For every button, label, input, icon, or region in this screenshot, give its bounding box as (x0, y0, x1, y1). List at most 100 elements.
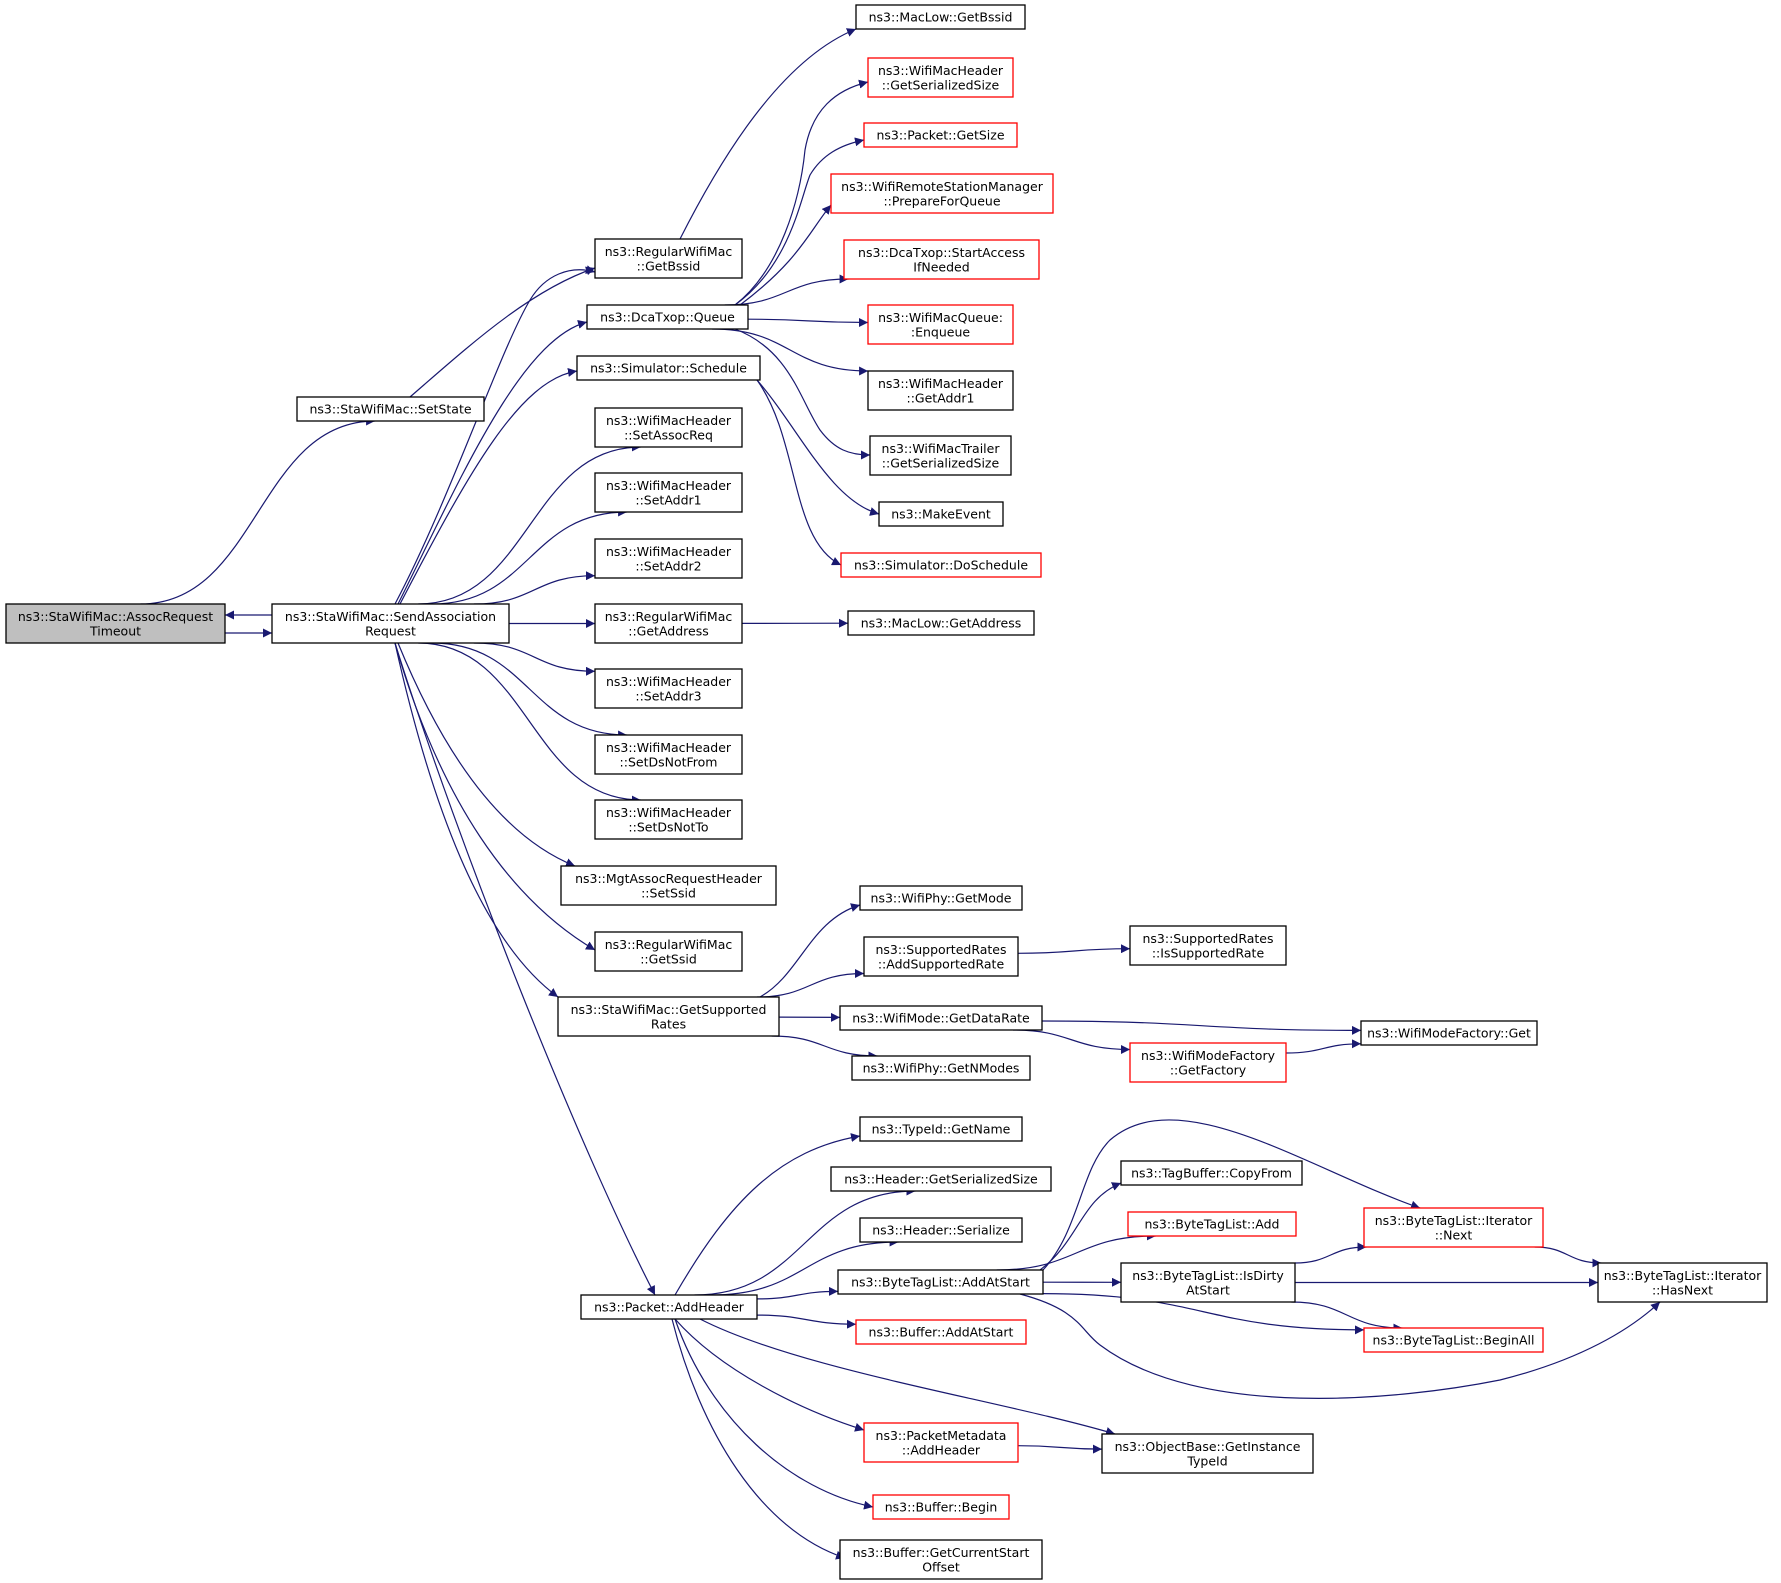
node-hdr-get-addr1[interactable]: ns3::WifiMacHeader::GetAddr1 (867, 370, 1014, 411)
node-label-line: ::SetAddr2 (635, 558, 701, 573)
node-label-line: ns3::Buffer::Begin (885, 1500, 998, 1515)
node-label-line: ns3::Header::Serialize (872, 1223, 1010, 1238)
node-label-line: ns3::DcaTxop::Queue (600, 310, 735, 325)
node-box (560, 865, 777, 906)
node-mac-low-get-address[interactable]: ns3::MacLow::GetAddress (847, 610, 1035, 636)
node-btl-iter-has-next[interactable]: ns3::ByteTagList::Iterator::HasNext (1597, 1262, 1768, 1303)
node-label-line: ns3::WifiModeFactory (1141, 1048, 1276, 1063)
call-edge-send-assoc-to-packet-add-header (394, 642, 656, 1296)
call-edge-get-supported-rates-to-phy-get-n-modes (771, 1035, 878, 1061)
node-sim-schedule[interactable]: ns3::Simulator::Schedule (576, 355, 761, 381)
node-make-event[interactable]: ns3::MakeEvent (878, 501, 1004, 527)
node-label-line: ns3::ByteTagList::BeginAll (1373, 1333, 1535, 1348)
node-btl-add-at-start[interactable]: ns3::ByteTagList::AddAtStart (837, 1269, 1044, 1295)
node-label-line: :Enqueue (911, 324, 971, 339)
node-label-line: ::AddSupportedRate (878, 956, 1005, 971)
node-box (869, 435, 1012, 476)
node-box (594, 668, 743, 709)
node-box (855, 4, 1026, 30)
node-box (863, 936, 1019, 977)
node-reg-get-address[interactable]: ns3::RegularWifiMac::GetAddress (594, 603, 743, 644)
node-buffer-begin[interactable]: ns3::Buffer::Begin (872, 1494, 1010, 1520)
node-label-line: ::SetDsNotFrom (620, 754, 718, 769)
call-edge-packet-add-header-to-header-serialize (711, 1237, 899, 1296)
node-mode-factory-get[interactable]: ns3::WifiModeFactory::Get (1360, 1020, 1538, 1046)
node-sim-do-schedule[interactable]: ns3::Simulator::DoSchedule (840, 552, 1042, 578)
node-label-line: AtStart (1186, 1282, 1230, 1297)
node-label-line: ns3::WifiMacHeader (606, 740, 732, 755)
node-mode-get-data-rate[interactable]: ns3::WifiMode::GetDataRate (839, 1005, 1043, 1031)
node-mgt-set-ssid[interactable]: ns3::MgtAssocRequestHeader::SetSsid (560, 865, 777, 906)
node-label-line: ns3::ByteTagList::AddAtStart (851, 1275, 1030, 1290)
node-set-ds-not-to[interactable]: ns3::WifiMacHeader::SetDsNotTo (594, 799, 743, 840)
call-edge-dca-queue-to-mac-queue-enqueue (747, 317, 869, 327)
call-edge-send-assoc-to-reg-get-bssid (394, 265, 596, 605)
node-packet-add-header[interactable]: ns3::Packet::AddHeader (580, 1294, 758, 1320)
node-box (830, 1166, 1052, 1192)
node-btl-begin-all[interactable]: ns3::ByteTagList::BeginAll (1363, 1327, 1544, 1353)
node-label-line: ns3::MakeEvent (891, 507, 991, 522)
node-add-supported-rate[interactable]: ns3::SupportedRates::AddSupportedRate (863, 936, 1019, 977)
node-mac-low-get-bssid[interactable]: ns3::MacLow::GetBssid (855, 4, 1026, 30)
node-tag-buffer-copy-from[interactable]: ns3::TagBuffer::CopyFrom (1120, 1160, 1303, 1186)
node-box (557, 996, 780, 1037)
node-box (863, 1422, 1019, 1463)
node-box (1101, 1433, 1314, 1474)
call-edge-btl-iter-next-to-btl-iter-has-next (1534, 1246, 1602, 1268)
node-set-addr3[interactable]: ns3::WifiMacHeader::SetAddr3 (594, 668, 743, 709)
node-header-serialize[interactable]: ns3::Header::Serialize (859, 1217, 1023, 1243)
call-edge-send-assoc-to-mgt-set-ssid (397, 642, 576, 867)
node-reg-get-bssid[interactable]: ns3::RegularWifiMac::GetBssid (594, 238, 743, 279)
node-is-supported-rate[interactable]: ns3::SupportedRates::IsSupportedRate (1129, 925, 1287, 966)
node-label-line: ns3::WifiMacHeader (606, 805, 732, 820)
node-reg-get-ssid[interactable]: ns3::RegularWifiMac::GetSsid (594, 931, 743, 972)
call-edge-dca-queue-to-hdr-get-serialized-size (734, 79, 869, 306)
node-typeid-get-name[interactable]: ns3::TypeId::GetName (859, 1116, 1023, 1142)
call-edge-get-supported-rates-to-phy-get-mode (759, 903, 861, 998)
node-pm-add-header[interactable]: ns3::PacketMetadata::AddHeader (863, 1422, 1019, 1463)
node-phy-get-n-modes[interactable]: ns3::WifiPhy::GetNModes (851, 1055, 1031, 1081)
node-hdr-get-serialized-size[interactable]: ns3::WifiMacHeader::GetSerializedSize (867, 57, 1014, 98)
call-edge-dca-queue-to-packet-get-size (734, 137, 865, 306)
node-set-state[interactable]: ns3::StaWifiMac::SetState (296, 396, 485, 422)
node-packet-get-size[interactable]: ns3::Packet::GetSize (863, 122, 1018, 148)
node-phy-get-mode[interactable]: ns3::WifiPhy::GetMode (859, 885, 1023, 911)
node-prepare-for-queue[interactable]: ns3::WifiRemoteStationManager::PrepareFo… (830, 173, 1054, 214)
node-btl-iter-next[interactable]: ns3::ByteTagList::Iterator::Next (1363, 1207, 1544, 1248)
node-box (839, 1005, 1043, 1031)
node-label-line: ns3::Packet::GetSize (876, 128, 1004, 143)
node-set-ds-not-from[interactable]: ns3::WifiMacHeader::SetDsNotFrom (594, 734, 743, 775)
node-box (594, 472, 743, 513)
node-header-get-serialized-size[interactable]: ns3::Header::GetSerializedSize (830, 1166, 1052, 1192)
node-trailer-get-serialized-size[interactable]: ns3::WifiMacTrailer::GetSerializedSize (869, 435, 1012, 476)
node-box (837, 1269, 1044, 1295)
node-dca-queue[interactable]: ns3::DcaTxop::Queue (586, 304, 749, 330)
node-label-line: ns3::TypeId::GetName (872, 1122, 1011, 1137)
call-edge-packet-add-header-to-btl-add-at-start (756, 1286, 839, 1300)
node-label-line: ::PrepareForQueue (883, 193, 1000, 208)
node-set-addr2[interactable]: ns3::WifiMacHeader::SetAddr2 (594, 538, 743, 579)
call-edge-mode-factory-get-factory-to-mode-factory-get (1285, 1039, 1362, 1054)
call-edge-packet-add-header-to-buffer-begin (674, 1318, 874, 1510)
call-edge-dca-queue-to-prepare-for-queue (739, 204, 832, 306)
node-set-assoc-req[interactable]: ns3::WifiMacHeader::SetAssocReq (594, 407, 743, 448)
node-label-line: Timeout (89, 623, 141, 638)
node-box (1360, 1020, 1538, 1046)
node-mac-queue-enqueue[interactable]: ns3::WifiMacQueue::Enqueue (867, 304, 1014, 345)
node-box (594, 238, 743, 279)
node-mode-factory-get-factory[interactable]: ns3::WifiModeFactory::GetFactory (1129, 1042, 1287, 1083)
node-set-addr1[interactable]: ns3::WifiMacHeader::SetAddr1 (594, 472, 743, 513)
node-label-line: ::SetDsNotTo (628, 819, 708, 834)
node-label-line: ns3::WifiModeFactory::Get (1367, 1026, 1531, 1041)
node-buffer-add-at-start[interactable]: ns3::Buffer::AddAtStart (855, 1319, 1027, 1345)
node-btl-add[interactable]: ns3::ByteTagList::Add (1127, 1211, 1297, 1237)
node-label-line: ns3::Simulator::Schedule (590, 361, 747, 376)
